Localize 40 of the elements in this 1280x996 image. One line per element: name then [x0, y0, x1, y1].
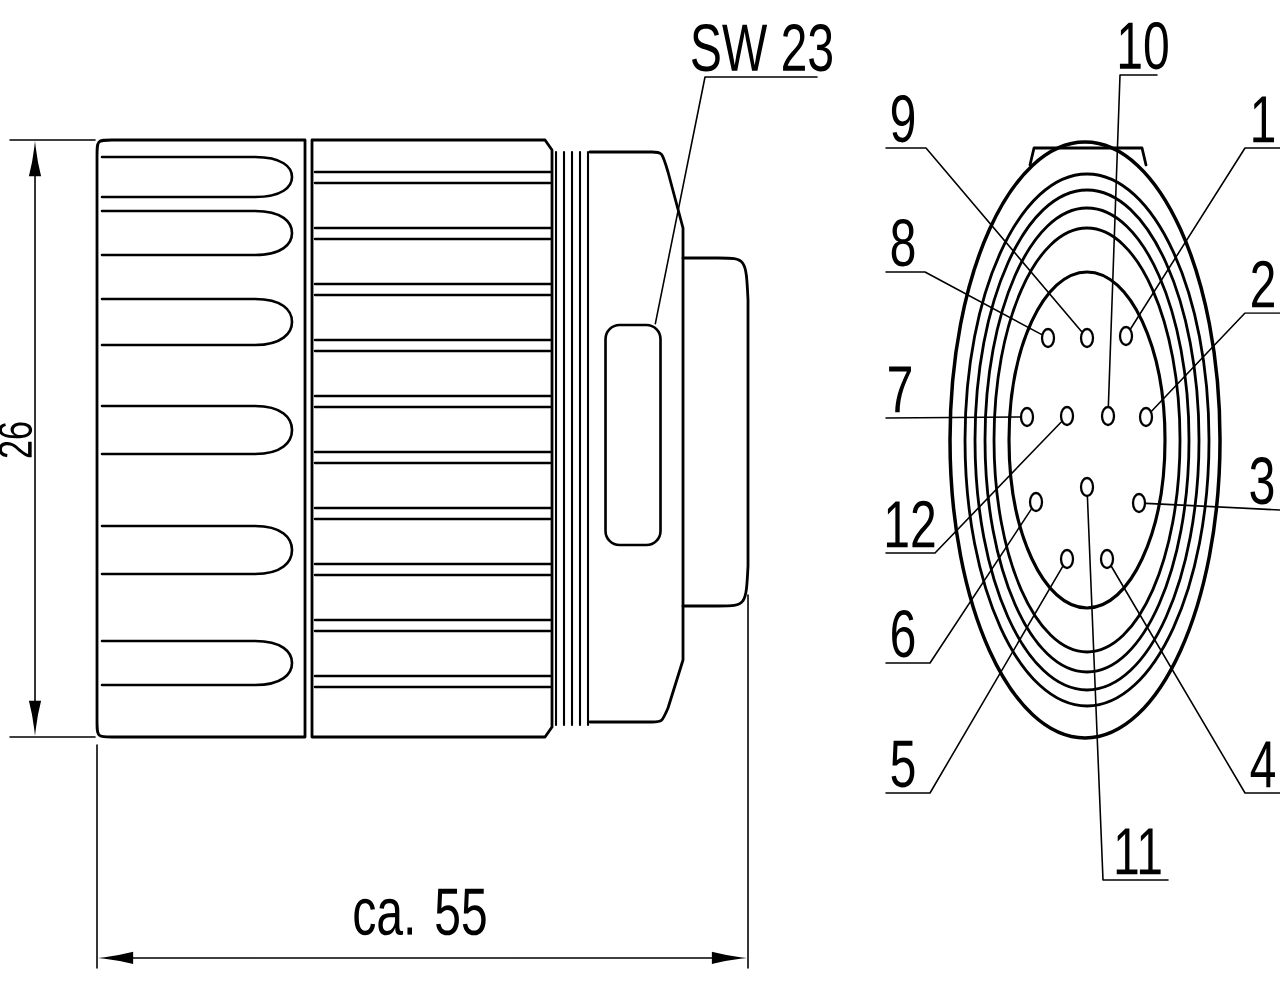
leader-line [885, 421, 1063, 554]
callout-number: 8 [891, 219, 915, 267]
callout-number: 10 [1119, 22, 1168, 70]
hex-flat [604, 323, 662, 547]
leader-line [885, 416, 1021, 419]
pin [1028, 491, 1044, 513]
leader-line [654, 76, 818, 325]
leader-line [885, 147, 1083, 333]
callout-number: 7 [889, 366, 911, 413]
pin [1040, 327, 1056, 349]
pin [1100, 405, 1116, 427]
pin [1099, 548, 1115, 570]
leader-line [885, 271, 1043, 336]
pin [1059, 405, 1075, 427]
callout-number: 9 [891, 95, 915, 143]
pin [1138, 406, 1154, 428]
callout-number: 5 [891, 740, 915, 788]
pin [1118, 325, 1134, 347]
pin [1059, 548, 1075, 570]
pin [1079, 327, 1095, 349]
pin [1131, 492, 1147, 514]
callout-number: SW 23 [692, 24, 832, 72]
callout-number: 1 [1253, 96, 1275, 143]
callout-number: 11 [1116, 828, 1161, 875]
leader-line [885, 566, 1064, 794]
callout-number: 2 [1252, 260, 1274, 308]
pin [1079, 476, 1095, 498]
callout-number: 4 [1250, 741, 1275, 788]
leader-line [1130, 147, 1280, 330]
leader-line [1086, 496, 1169, 881]
callout-number: 12 [886, 500, 935, 548]
leader-line [1110, 566, 1280, 794]
leader-line [1107, 74, 1158, 407]
leader-line [1150, 312, 1280, 412]
pin [1019, 406, 1035, 428]
leader-line [1145, 502, 1280, 511]
callout-number: 6 [892, 610, 915, 658]
callout-number: 3 [1250, 457, 1274, 505]
dimension-text: ca. 55 [354, 888, 486, 936]
leader-line [885, 508, 1032, 664]
